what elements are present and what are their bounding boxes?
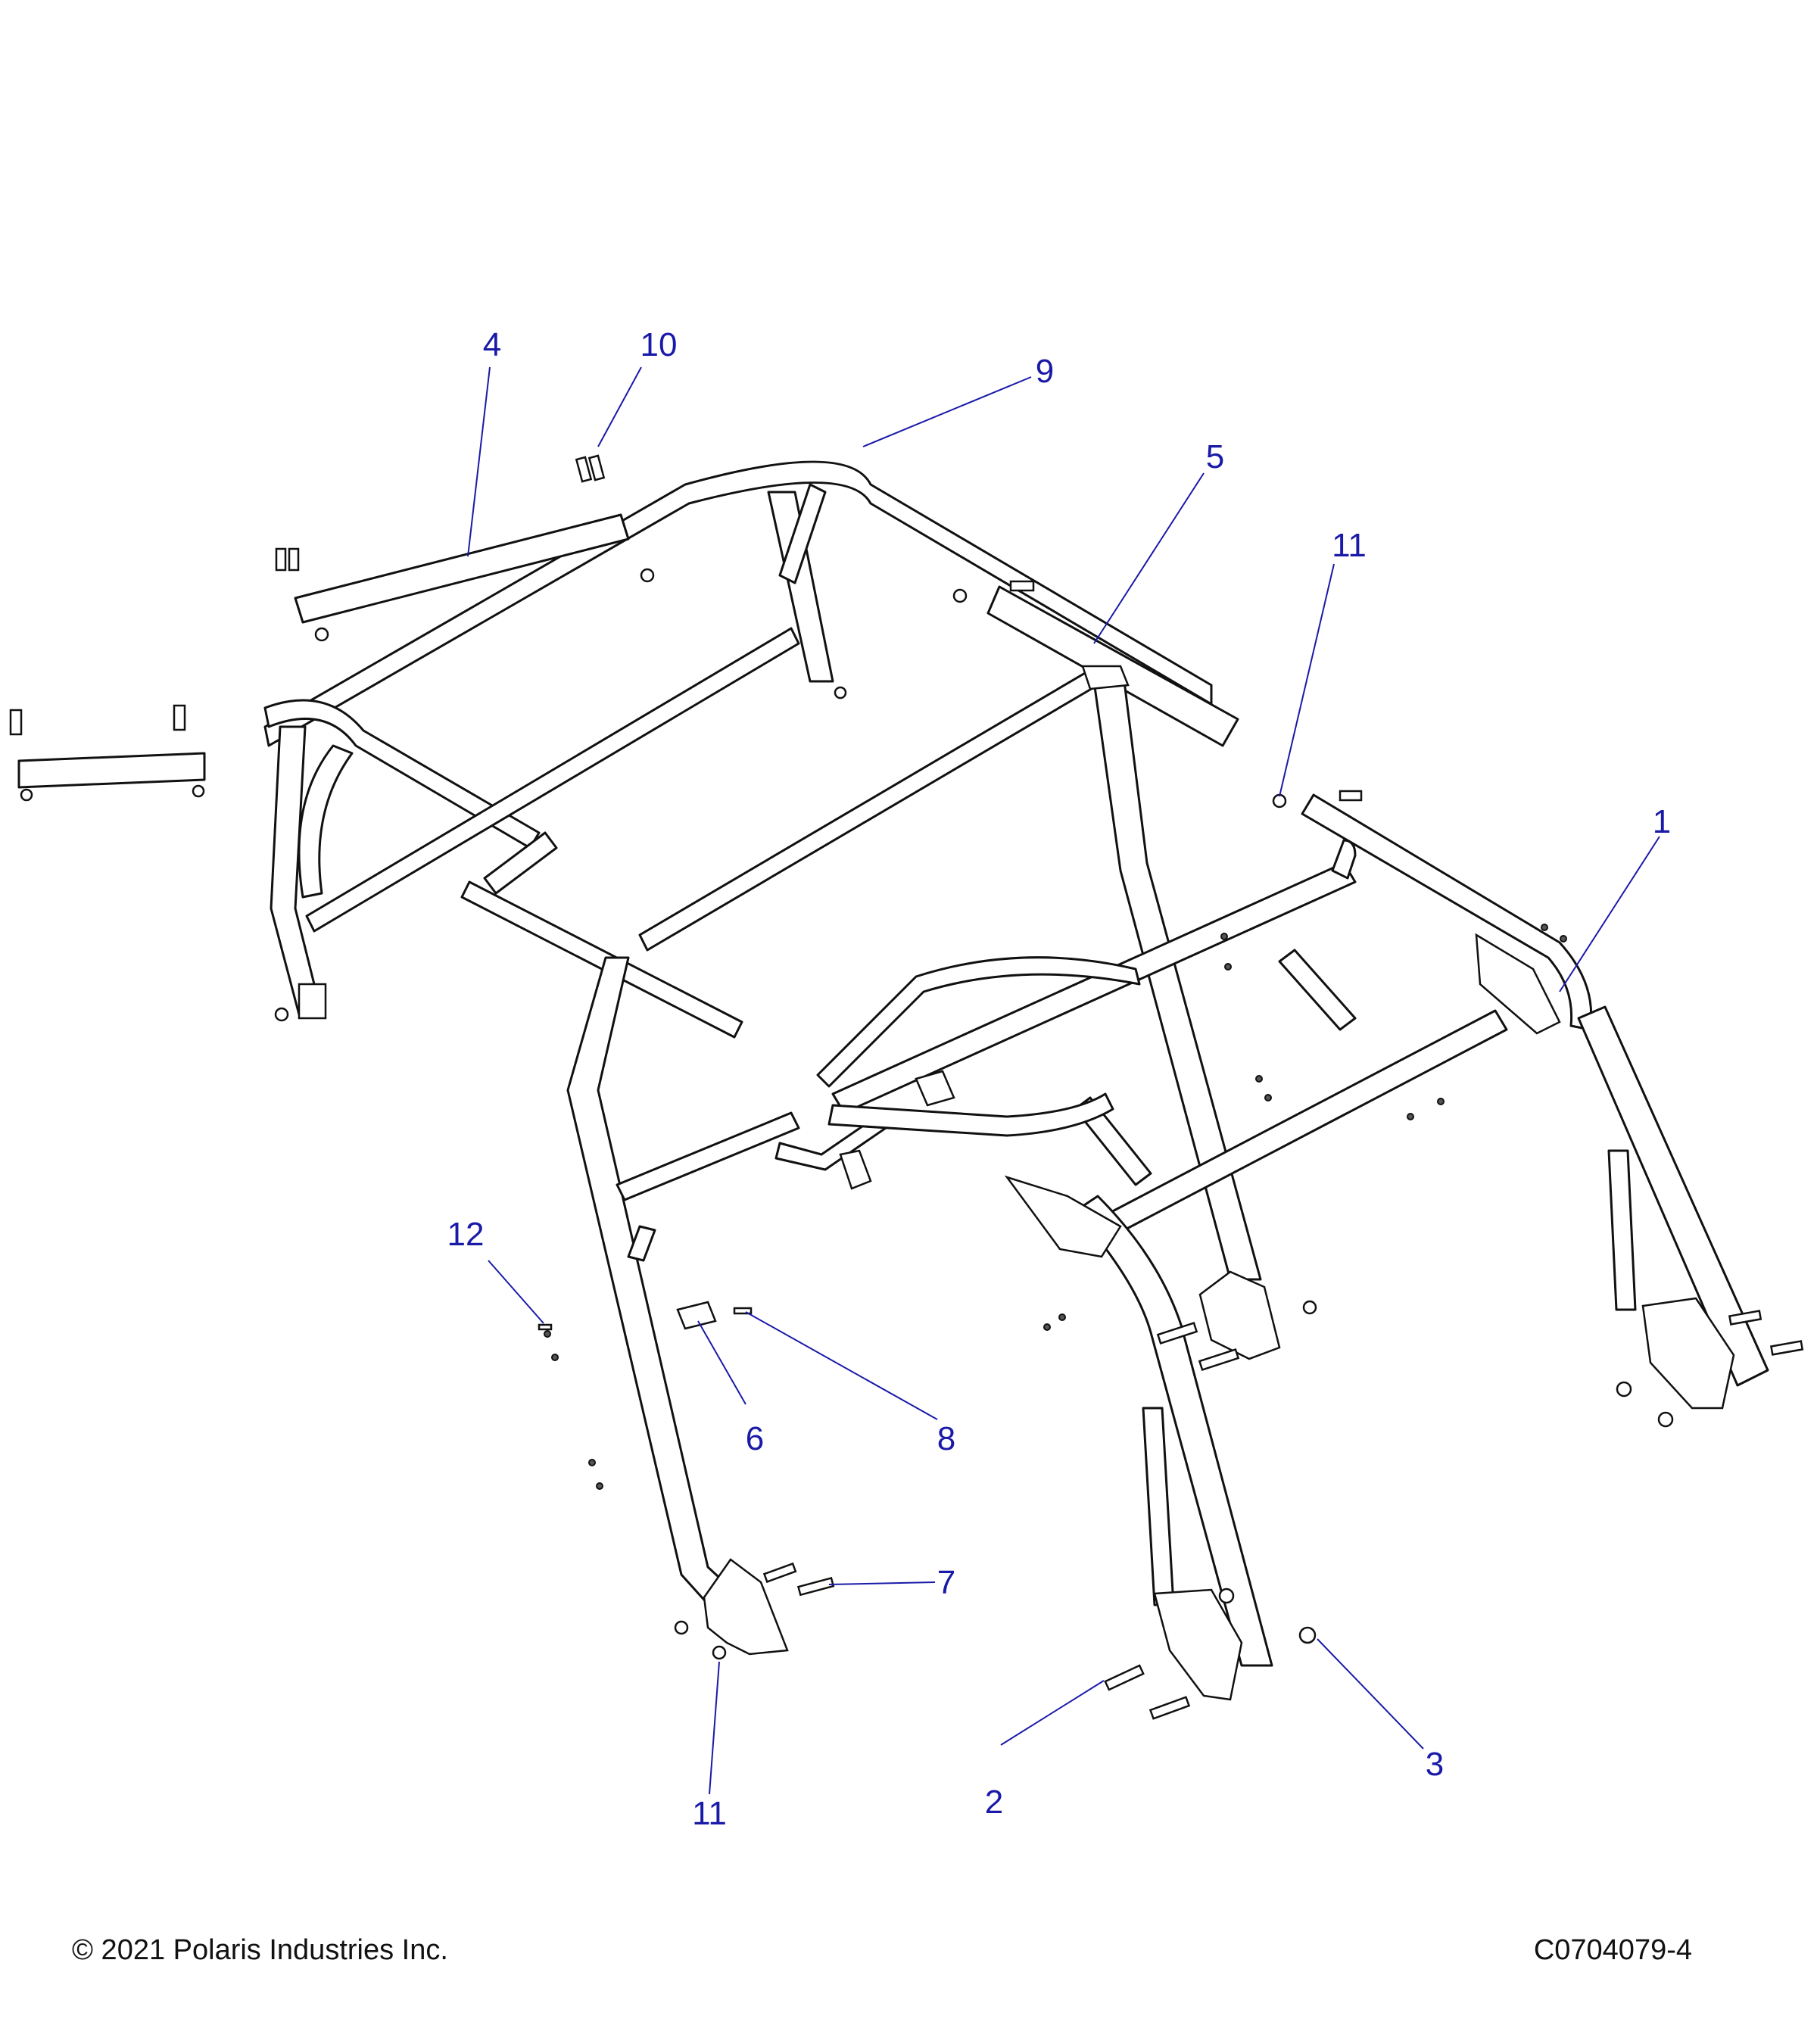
callout-8: 8 xyxy=(937,1420,955,1457)
callout-2: 2 xyxy=(985,1784,1003,1821)
front-side-stub xyxy=(483,831,558,895)
rivet-12 xyxy=(538,1323,553,1331)
lower-left-strut xyxy=(627,1225,656,1262)
callout-11-bottom: 11 xyxy=(692,1795,727,1832)
spacer-6 xyxy=(676,1301,717,1330)
rear-right-brace xyxy=(1607,1149,1637,1311)
rear-cross-short-1 xyxy=(1278,949,1357,1031)
floor-frame-rail xyxy=(827,1092,1114,1137)
callout-6: 6 xyxy=(746,1420,764,1457)
b-pillar-left xyxy=(566,956,759,1614)
foot-bracket-center xyxy=(1198,1270,1281,1360)
bolt-pair-left-4 xyxy=(275,547,300,572)
b-pillar-right xyxy=(1074,1195,1273,1667)
removable-tube-4 xyxy=(294,513,630,624)
bolts-right-top xyxy=(1009,580,1363,802)
lower-left-diagonal xyxy=(616,1111,800,1201)
rivet-8 xyxy=(733,1307,753,1315)
gusset-plate-1 xyxy=(1475,933,1561,1035)
upper-cross-tube xyxy=(305,627,800,933)
mounting-feet xyxy=(298,665,1735,1701)
front-hoop-tube xyxy=(263,699,541,849)
callout-9: 9 xyxy=(1036,353,1054,390)
bolts-center-foot xyxy=(1156,1321,1240,1372)
callout-labels: 1 2 3 4 5 6 7 8 9 10 11 11 12 xyxy=(447,326,1672,1832)
foot-bracket-rear-right xyxy=(1641,1297,1735,1410)
hardware xyxy=(9,454,1804,1720)
front-lower-diagonal xyxy=(460,880,743,1039)
copyright-notice: © 2021 Polaris Industries Inc. xyxy=(72,1934,448,1966)
spacer-upper xyxy=(915,1070,955,1107)
rear-hoop-top xyxy=(1331,839,1357,880)
cage-tubes xyxy=(17,460,1769,1667)
callout-1: 1 xyxy=(1653,803,1671,840)
front-hoop-foot xyxy=(298,983,327,1020)
small-screws xyxy=(544,924,1567,1490)
gusset-plate-2 xyxy=(1004,1175,1122,1258)
roof-mount-plate xyxy=(1081,665,1130,690)
rear-right-leg xyxy=(1577,1005,1769,1387)
bolts-rear-right xyxy=(1728,1310,1804,1356)
nuts xyxy=(20,568,1674,1660)
roof-vertical-brace-2 xyxy=(778,483,827,584)
rear-upper-rail xyxy=(1301,793,1593,1031)
callout-3: 3 xyxy=(1426,1746,1444,1783)
bolt-part-2 xyxy=(1104,1664,1191,1720)
callout-5: 5 xyxy=(1206,438,1224,475)
callout-4: 4 xyxy=(483,326,501,363)
drawing-code: C0704079-4 xyxy=(1533,1934,1692,1966)
leader-lines xyxy=(467,366,1660,1795)
bolt-pair-left-end xyxy=(9,704,186,736)
floor-frame-loop xyxy=(816,956,1141,1088)
rear-cross-tube-lower xyxy=(1104,1009,1508,1235)
mid-cross-tube xyxy=(638,668,1099,952)
callout-11-top: 11 xyxy=(1332,527,1367,564)
foot-bracket-front-left xyxy=(703,1558,789,1656)
removable-tube-left xyxy=(17,752,206,789)
front-left-brace xyxy=(298,744,354,899)
spacer-mid xyxy=(839,1149,872,1190)
roof-vertical-brace xyxy=(767,491,834,683)
foot-bracket-right-front xyxy=(1153,1588,1243,1701)
b-pillar-right-brace xyxy=(1142,1407,1175,1606)
callout-12: 12 xyxy=(447,1216,485,1253)
bolt-pair-top-10 xyxy=(575,454,606,483)
callout-10: 10 xyxy=(640,326,678,363)
bolt-part-7 xyxy=(762,1562,835,1597)
callout-7: 7 xyxy=(937,1564,955,1601)
